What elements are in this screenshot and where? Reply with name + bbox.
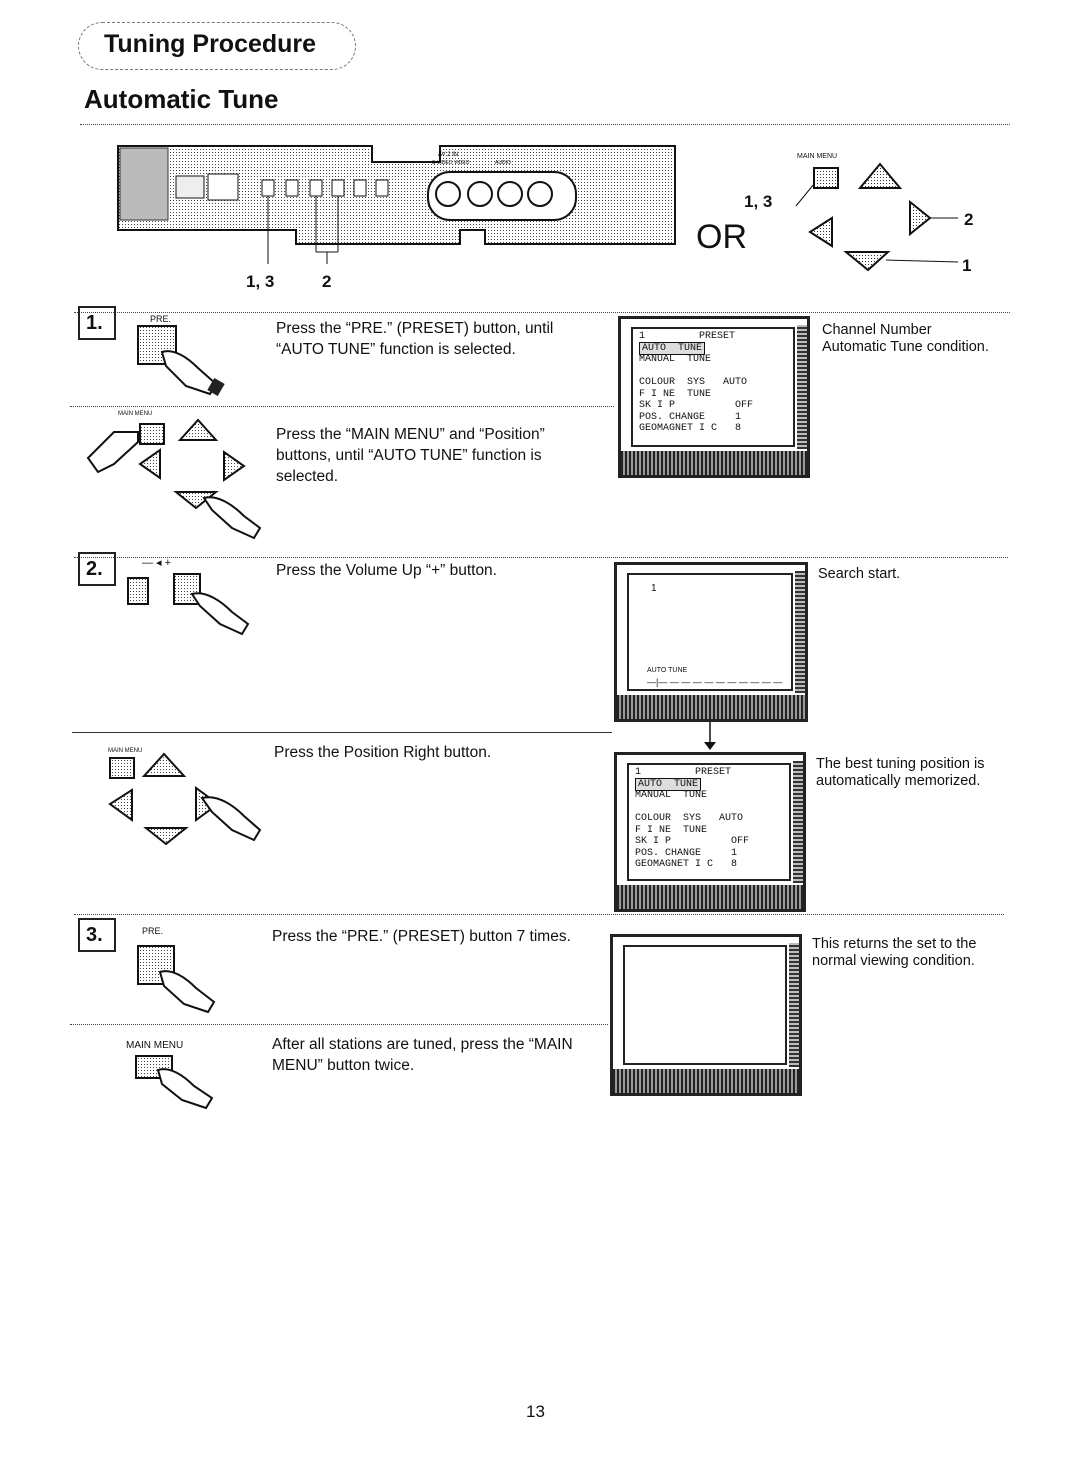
osd2-manual-tune: MANUAL TUNE (635, 790, 708, 801)
step-2-number: 2. (78, 552, 116, 586)
label-2: 2 (322, 272, 332, 291)
pre-button-hand-icon (137, 325, 225, 397)
osd-manual-tune: MANUAL TUNE (639, 354, 712, 365)
audio-label: AUDIO (495, 160, 511, 166)
volume-button-hand-icon (127, 573, 250, 636)
main-menu-button (813, 167, 839, 189)
step-1-number: 1. (78, 306, 116, 340)
osd-colour-sys: COLOUR SYS AUTO (639, 377, 748, 388)
down-arrow-icon (843, 251, 891, 272)
or-label: OR (696, 218, 747, 256)
step3-text-a: Press the “PRE.” (PRESET) button 7 times… (272, 928, 571, 945)
volume-label: — ◂ + (142, 557, 172, 569)
step3-side-text: This returns the set to the normal viewi… (812, 936, 977, 969)
tv-screen-preset-menu-2: 1 PRESET AUTO TUNE MANUAL TUNE COLOUR SY… (614, 752, 806, 912)
header-divider (80, 124, 1010, 125)
title-frame (78, 22, 356, 70)
front-panel-diagram: AV 2 IN S-VIDEO VIDEO AUDIO (117, 145, 676, 264)
osd-menu: 1 PRESET AUTO TUNE MANUAL TUNE COLOUR SY… (639, 331, 753, 435)
position-buttons (795, 162, 959, 272)
down-arrow-connector-icon (704, 722, 716, 750)
osd-menu-2: 1 PRESET AUTO TUNE MANUAL TUNE COLOUR SY… (635, 767, 749, 871)
step3-sub-divider (70, 1024, 608, 1025)
search-auto-tune-label: AUTO TUNE (647, 667, 688, 674)
osd2-fine-tune: F I NE TUNE (635, 824, 708, 836)
osd-fine-tune: F I NE TUNE (639, 388, 712, 400)
page-number: 13 (526, 1402, 545, 1421)
main-menu-label-3: MAIN MENU (126, 1040, 184, 1051)
right-arrow-icon (909, 199, 932, 237)
osd2-skip: SK I P OFF (635, 836, 750, 847)
osd-skip: SK I P OFF (639, 400, 754, 411)
step2-side-text-b: The best tuning position is automaticall… (816, 756, 985, 789)
tv-screen-search: 1 AUTO TUNE —|— — — — — — — — — — — (614, 562, 808, 722)
pre-label-2: PRE. (142, 926, 164, 936)
step2-text-b: Press the Position Right button. (274, 744, 492, 761)
up-arrow-icon (857, 162, 903, 189)
step2-side-text-a: Search start. (818, 566, 901, 582)
main-menu-label-2: MAIN MENU (108, 748, 143, 754)
position-right-hand-icon (108, 752, 262, 846)
main-menu-hand-icon (135, 1055, 214, 1110)
page-title: Automatic Tune (84, 84, 279, 114)
arrows-label-1: 1 (962, 256, 972, 275)
tv-screen-preset-menu: 1 PRESET AUTO TUNE MANUAL TUNE COLOUR SY… (618, 316, 810, 478)
osd-pos-change: POS. CHANGE 1 (639, 411, 742, 423)
arrows-label-2: 2 (964, 210, 974, 229)
arrows-label-1-3: 1, 3 (744, 192, 773, 211)
s-video-label: S-VIDEO VIDEO (432, 160, 470, 166)
osd2-preset-number: 1 (635, 767, 642, 778)
label-1-3: 1, 3 (246, 272, 275, 291)
main-menu-caption: MAIN MENU (797, 153, 838, 160)
step1-side-text: Channel Number Automatic Tune condition. (822, 322, 989, 355)
osd-geomagnetic: GEOMAGNET I C 8 (639, 423, 742, 434)
search-progress: —|— — — — — — — — — — — (647, 677, 783, 687)
step1-sub-divider (70, 406, 614, 407)
step2-sub-divider (72, 732, 612, 733)
osd2-auto-tune: AUTO TUNE (635, 777, 702, 791)
pre-label: PRE. (150, 314, 172, 324)
osd2-preset-label: PRESET (695, 767, 732, 778)
tv-screen-normal (610, 934, 802, 1096)
left-arrow-icon (808, 216, 833, 248)
osd-auto-tune: AUTO TUNE (639, 341, 706, 355)
osd-preset-label: PRESET (699, 331, 736, 342)
pre-button-hand-icon-2 (137, 945, 216, 1014)
section-title: Tuning Procedure (104, 30, 317, 58)
osd2-pos-change: POS. CHANGE 1 (635, 847, 738, 859)
av-label: AV 2 IN (438, 152, 458, 158)
step2-text-a: Press the Volume Up “+” button. (276, 562, 497, 579)
osd-preset-number: 1 (639, 331, 646, 342)
osd2-colour-sys: COLOUR SYS AUTO (635, 813, 744, 824)
search-channel: 1 (651, 583, 657, 594)
osd2-geomagnetic: GEOMAGNET I C 8 (635, 859, 738, 870)
step2-divider (74, 557, 1008, 558)
step3-divider (74, 914, 1004, 915)
step1-text-b: Press the “MAIN MENU” and “Position” but… (276, 426, 545, 485)
main-menu-label-1: MAIN MENU (118, 411, 153, 417)
step3-text-b: After all stations are tuned, press the … (272, 1036, 573, 1074)
step1-divider (74, 312, 1010, 313)
step-3-number: 3. (78, 918, 116, 952)
main-menu-position-hand-icon (86, 418, 262, 540)
step1-text-a: Press the “PRE.” (PRESET) button, until … (276, 320, 554, 358)
